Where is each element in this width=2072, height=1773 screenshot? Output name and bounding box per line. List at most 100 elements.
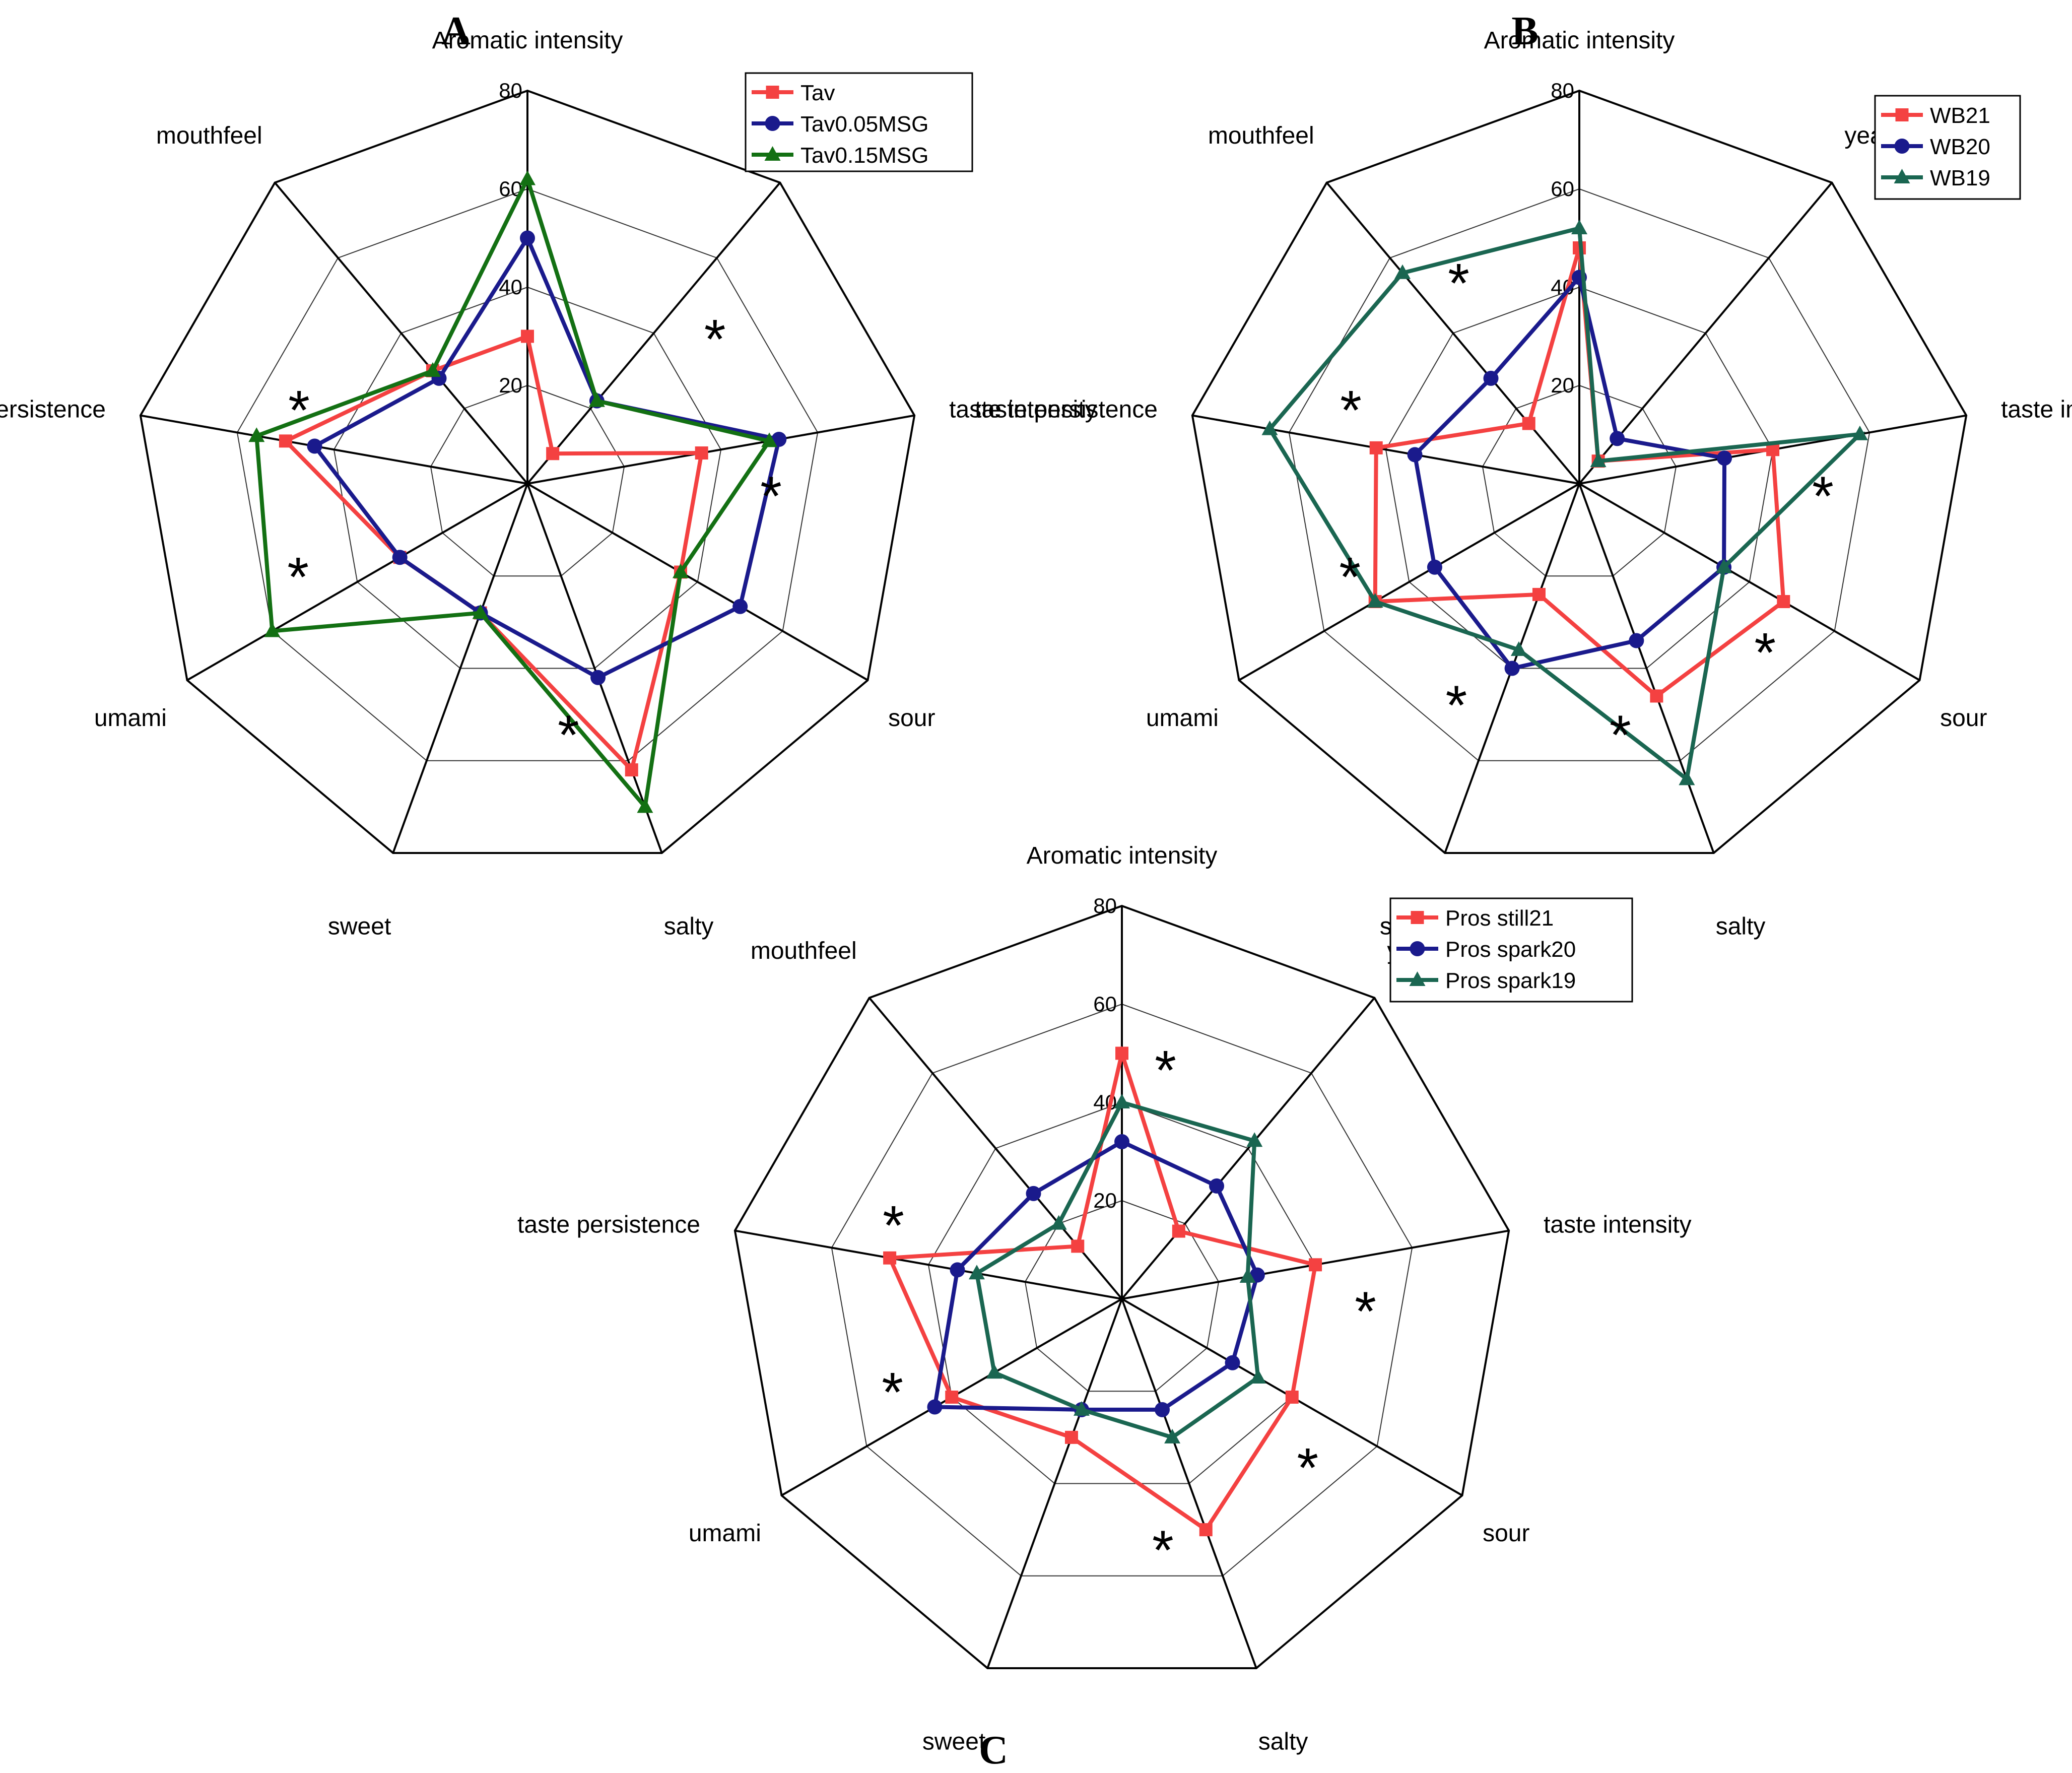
data-point-wb19-taste-persistence (1261, 420, 1278, 435)
legend-label-tav0-05msg: Tav0.05MSG (800, 112, 928, 137)
data-point-pros-still21-umami (945, 1391, 959, 1404)
data-point-pros-spark19-umami (986, 1364, 1002, 1379)
tick-label: 80 (499, 79, 522, 102)
axis-label-sweet: sweet (922, 1729, 985, 1755)
series-line-tav (282, 334, 704, 774)
data-point-wb19-sweet (1510, 641, 1527, 656)
legend-label-pros-still21: Pros still21 (1445, 906, 1554, 931)
axis-label-taste-intensity: taste intensity (1544, 1211, 1691, 1238)
axis-label-sour: sour (1940, 705, 1987, 732)
axis-label-taste-persistence: taste persistence (0, 396, 106, 423)
significance-star-taste-intensity: * (760, 466, 782, 528)
data-point-pros-spark19-salty (1164, 1428, 1181, 1443)
data-point-pros-spark20-yeast-smell (1209, 1178, 1225, 1194)
legend-label-tav: Tav (800, 81, 835, 105)
grid-ring-80 (1191, 89, 1968, 854)
data-point-tav-yeast-smell (546, 447, 560, 461)
legend-label-pros-spark19: Pros spark19 (1445, 968, 1576, 993)
axis-spoke-taste-intensity (527, 414, 915, 485)
data-point-tav0-15msg-sour (672, 563, 689, 578)
axis-label-mouthfeel: mouthfeel (1208, 122, 1314, 149)
axis-spoke-taste-persistence (734, 1229, 1122, 1300)
axis-spoke-salty (1121, 1298, 1257, 1669)
axis-spoke-mouthfeel (868, 997, 1123, 1300)
legend-label-wb20: WB20 (1930, 135, 1990, 159)
series-line-wb20 (1413, 273, 1727, 671)
data-point-pros-still21-yeast-smell (1172, 1224, 1185, 1238)
axis-spoke-sweet (986, 1298, 1123, 1669)
panel-letter-b: B (1511, 9, 1538, 53)
data-point-tav0-05msg-salty (590, 670, 606, 685)
data-point-pros-still21-taste-intensity (1309, 1258, 1322, 1272)
data-point-wb21-taste-persistence (1369, 441, 1383, 454)
axis-spoke-sweet (392, 483, 528, 853)
axis-spoke-salty (1578, 483, 1715, 853)
data-point-wb20-umami (1427, 559, 1442, 575)
data-point-tav0-15msg-taste-persistence (248, 427, 265, 442)
axis-label-aromatic-intensity: Aromatic intensity (432, 27, 623, 54)
grid-ring-40 (927, 1101, 1316, 1484)
data-point-wb21-salty (1650, 689, 1663, 703)
data-point-wb21-sour (1777, 595, 1790, 608)
axis-label-taste-persistence: taste persistence (517, 1211, 700, 1238)
legend-marker-tav0-15msg (764, 146, 781, 161)
tick-label: 20 (499, 373, 522, 397)
grid-ring-80 (139, 89, 916, 854)
data-point-tav0-05msg-aromatic-intensity (520, 230, 535, 246)
data-point-pros-still21-taste-persistence (883, 1251, 897, 1265)
data-point-pros-still21-aromatic-intensity (1115, 1046, 1128, 1060)
data-point-wb20-mouthfeel (1483, 370, 1499, 386)
tick-label: 60 (1551, 177, 1574, 201)
data-point-tav0-15msg-mouthfeel (424, 362, 441, 377)
data-point-tav0-15msg-sweet (472, 604, 489, 619)
data-point-pros-spark20-sour (1225, 1355, 1240, 1370)
significance-star-aromatic-intensity: * (1155, 1039, 1176, 1101)
axis-spoke-salty (526, 483, 663, 853)
legend-marker-wb20 (1894, 139, 1910, 154)
data-point-pros-spark19-sour (1250, 1369, 1266, 1384)
series-line-wb21 (1373, 247, 1786, 699)
data-point-tav0-15msg-taste-intensity (761, 432, 778, 447)
data-point-wb20-taste-persistence (1407, 447, 1423, 463)
significance-star-salty: * (1152, 1520, 1174, 1582)
data-point-pros-spark20-aromatic-intensity (1114, 1134, 1129, 1149)
significance-star-taste-persistence: * (883, 1195, 904, 1257)
axis-label-mouthfeel: mouthfeel (156, 122, 262, 149)
data-point-wb20-salty (1629, 633, 1644, 648)
significance-star-taste-intensity: * (1812, 466, 1834, 528)
data-point-pros-still21-mouthfeel (1071, 1239, 1085, 1253)
significance-star-umami: * (882, 1361, 903, 1423)
legend-label-pros-spark20: Pros spark20 (1445, 937, 1576, 962)
panel-letter-a: A (441, 9, 471, 53)
significance-star-mouthfeel: * (1448, 252, 1469, 314)
data-point-pros-spark20-salty (1155, 1402, 1170, 1417)
tick-label: 80 (1093, 894, 1117, 917)
legend-label-wb21: WB21 (1930, 103, 1990, 128)
axis-spoke-umami (1238, 483, 1580, 681)
axis-spoke-mouthfeel (274, 182, 528, 485)
axis-spoke-taste-persistence (1192, 414, 1580, 485)
legend-marker-wb21 (1895, 108, 1909, 121)
significance-star-salty: * (558, 704, 579, 766)
tick-label: 60 (1093, 992, 1117, 1016)
data-point-tav-salty (625, 763, 638, 777)
grid-ring-40 (1385, 286, 1774, 669)
grid-ring-20 (1482, 384, 1677, 577)
series-line-pros-spark20 (932, 1139, 1260, 1412)
data-point-tav0-05msg-sour (732, 599, 748, 614)
data-point-tav-taste-persistence (279, 434, 292, 448)
significance-star-umami: * (287, 546, 309, 608)
grid-ring-20 (430, 384, 625, 577)
data-point-tav0-05msg-taste-persistence (307, 438, 322, 454)
data-point-tav0-15msg-umami (264, 622, 281, 637)
axis-spoke-umami (186, 483, 528, 681)
data-point-tav-taste-intensity (695, 446, 708, 460)
axis-spoke-taste-persistence (140, 414, 528, 485)
data-point-pros-spark20-umami (927, 1399, 943, 1415)
tick-label: 80 (1551, 79, 1574, 102)
grid-ring-60 (831, 1003, 1413, 1577)
data-point-wb21-mouthfeel (1522, 417, 1535, 430)
